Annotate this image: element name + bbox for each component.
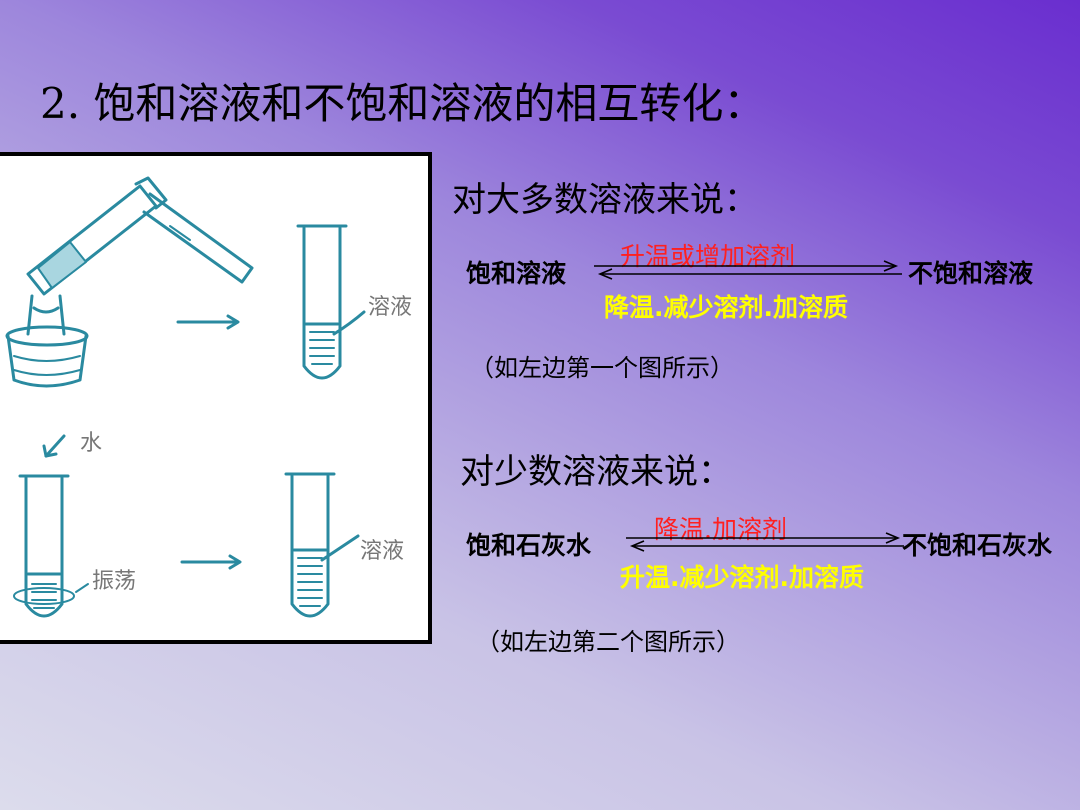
tilted-tube-icon (26, 184, 158, 296)
double-arrow-icon (594, 260, 902, 280)
unsaturated-label-minority: 不饱和石灰水 (902, 531, 1053, 560)
test-tube-icon (302, 226, 342, 380)
note-majority: （如左边第一个图所示） (470, 354, 734, 382)
figure-panel: 溶液 水 振荡 溶液 (0, 152, 432, 644)
test-tube-icon (24, 476, 64, 618)
saturated-label-majority: 饱和溶液 (466, 259, 567, 288)
water-arrow-icon (44, 434, 66, 458)
test-tube-illustration: 溶液 水 振荡 溶液 (5, 176, 412, 618)
heading-minority: 对少数溶液来说： (460, 452, 732, 492)
unsaturated-label-majority: 不饱和溶液 (908, 259, 1034, 288)
water-bath-icon (6, 334, 88, 388)
label-solution-1: 溶液 (368, 295, 412, 320)
heading-majority: 对大多数溶液来说： (452, 180, 758, 220)
note-minority: （如左边第二个图所示） (476, 628, 740, 656)
double-arrow-icon (626, 532, 904, 552)
forward-condition-minority: 降温.加溶剂 (654, 515, 787, 544)
backward-condition-minority: 升温.减少溶剂.加溶质 (620, 563, 864, 592)
backward-condition-majority: 降温.减少溶剂.加溶质 (604, 293, 848, 322)
label-water: 水 (80, 431, 102, 456)
shake-icon (13, 587, 75, 605)
saturated-label-minority: 饱和石灰水 (466, 531, 592, 560)
label-shake: 振荡 (92, 569, 136, 594)
test-tube-icon (290, 474, 330, 618)
slide-title: 2. 饱和溶液和不饱和溶液的相互转化： (40, 79, 766, 128)
label-solution-2: 溶液 (360, 539, 404, 564)
